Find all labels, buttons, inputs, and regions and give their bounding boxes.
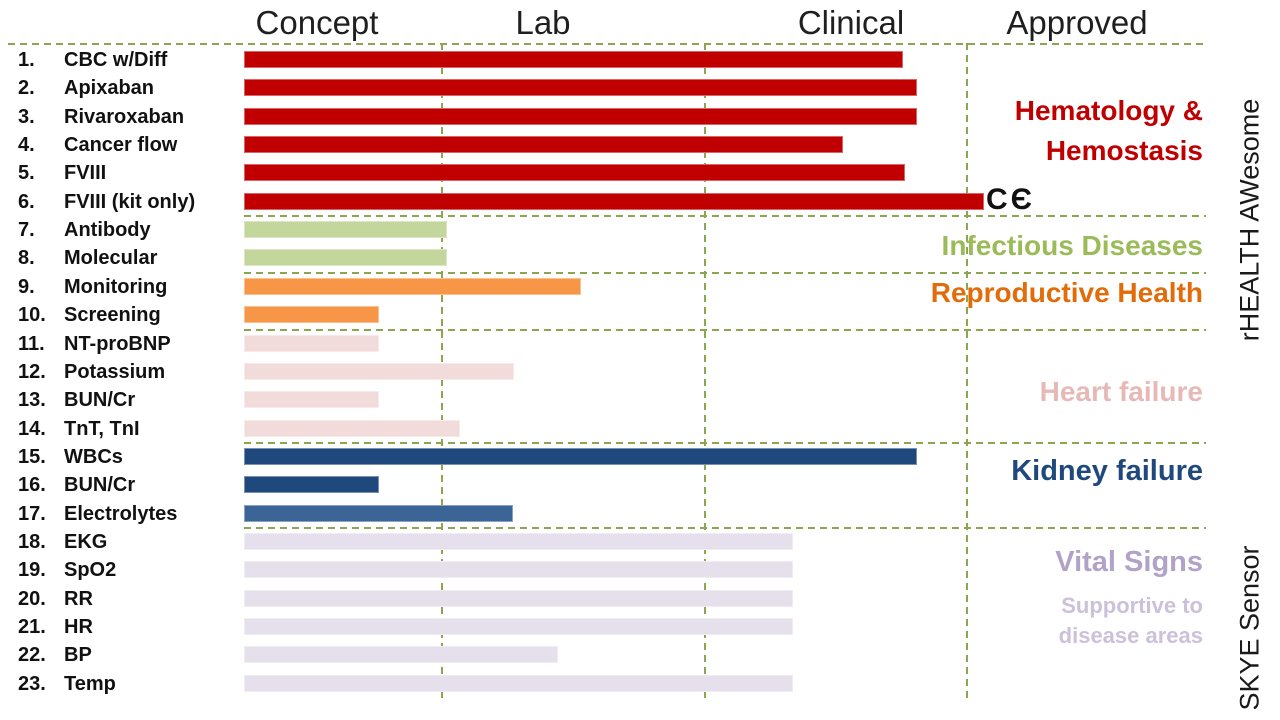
- row-label-antibody: Antibody: [64, 219, 151, 241]
- progress-bar: [244, 51, 903, 68]
- category-label-kidney-failure: Kidney failure: [1011, 455, 1203, 487]
- row-label-screening: Screening: [64, 304, 161, 326]
- gridline-horizontal: [244, 442, 1206, 444]
- category-label-hematology: Hematology & Hemostasis: [1015, 91, 1203, 171]
- stage-header-approved: Approved: [1006, 4, 1148, 41]
- row-label-rr: RR: [64, 588, 93, 610]
- row-number: 16.: [18, 474, 46, 496]
- category-label-hematology-line2: Hemostasis: [1045, 135, 1203, 166]
- row-number: 21.: [18, 616, 46, 638]
- stage-header-concept: Concept: [255, 4, 379, 41]
- progress-bar: [244, 221, 447, 238]
- stage-header-lab: Lab: [515, 4, 571, 41]
- row-number: 12.: [18, 361, 46, 383]
- row-number: 23.: [18, 673, 46, 695]
- progress-bar: [244, 420, 460, 437]
- row-number: 17.: [18, 503, 46, 525]
- row-number: 4.: [18, 134, 35, 156]
- row-number: 20.: [18, 588, 46, 610]
- progress-bar: [244, 136, 843, 153]
- gridline-horizontal: [244, 329, 1206, 331]
- row-label-molecular: Molecular: [64, 247, 158, 269]
- ce-mark: CЄ: [986, 183, 1036, 216]
- gridline-vertical-stage-boundary: [966, 43, 968, 698]
- row-label-bun-cr: BUN/Cr: [64, 474, 136, 496]
- category-label-infectious-diseases: Infectious Diseases: [941, 230, 1203, 261]
- progress-bar: [244, 193, 984, 210]
- row-number: 14.: [18, 418, 46, 440]
- row-label-cancer-flow: Cancer flow: [64, 134, 178, 156]
- row-number: 19.: [18, 559, 46, 581]
- gridline-horizontal: [8, 43, 1206, 45]
- row-number: 15.: [18, 446, 46, 468]
- progress-bar: [244, 476, 379, 493]
- gridline-horizontal: [244, 215, 1206, 217]
- progress-bar: [244, 306, 379, 323]
- progress-bar: [244, 363, 514, 380]
- row-number: 13.: [18, 389, 46, 411]
- row-number: 5.: [18, 162, 35, 184]
- row-label-tnt-tni: TnT, TnI: [64, 418, 140, 440]
- row-number: 11.: [18, 333, 45, 355]
- row-label-electrolytes: Electrolytes: [64, 503, 178, 525]
- row-label-temp: Temp: [64, 673, 116, 695]
- category-sublabel-supportive: Supportive to disease areas: [1059, 591, 1203, 651]
- row-label-bun-cr: BUN/Cr: [64, 389, 136, 411]
- stage-header-clinical: Clinical: [797, 4, 905, 41]
- category-label-hematology-line1: Hematology &: [1014, 95, 1203, 126]
- progress-bar: [244, 561, 793, 578]
- row-label-hr: HR: [64, 616, 93, 638]
- category-sublabel-supportive-line2: disease areas: [1058, 623, 1203, 648]
- progress-bar: [244, 391, 379, 408]
- row-number: 3.: [18, 106, 35, 128]
- gridline-vertical-stage-boundary: [704, 43, 706, 698]
- row-label-nt-probnp: NT-proBNP: [64, 333, 171, 355]
- row-label-spo2: SpO2: [64, 559, 117, 581]
- progress-bar: [244, 164, 905, 181]
- row-number: 10.: [18, 304, 46, 326]
- category-sublabel-supportive-line1: Supportive to: [1061, 593, 1203, 618]
- progress-bar: [244, 278, 581, 295]
- row-label-monitoring: Monitoring: [64, 276, 168, 298]
- row-number: 9.: [18, 276, 35, 298]
- row-label-wbcs: WBCs: [64, 446, 123, 468]
- progress-bar: [244, 646, 558, 663]
- row-number: 8.: [18, 247, 35, 269]
- row-number: 2.: [18, 77, 35, 99]
- row-number: 1.: [18, 49, 35, 71]
- row-number: 7.: [18, 219, 35, 241]
- platform-label-rhealth-awesome: rHEALTH AWesome: [1234, 98, 1265, 342]
- row-label-rivaroxaban: Rivaroxaban: [64, 106, 185, 128]
- progress-bar: [244, 618, 793, 635]
- row-label-bp: BP: [64, 644, 92, 666]
- row-number: 6.: [18, 191, 35, 213]
- row-label-potassium: Potassium: [64, 361, 166, 383]
- row-label-fviii: FVIII: [64, 162, 107, 184]
- gridline-horizontal: [244, 527, 1206, 529]
- row-label-cbc-w-diff: CBC w/Diff: [64, 49, 168, 71]
- progress-bar: [244, 79, 917, 96]
- progress-bar: [244, 505, 513, 522]
- row-label-apixaban: Apixaban: [64, 77, 155, 99]
- gridline-horizontal: [244, 272, 1206, 274]
- row-number: 22.: [18, 644, 46, 666]
- category-label-reproductive-health: Reproductive Health: [930, 277, 1203, 308]
- category-label-vital-signs: Vital Signs: [1055, 546, 1203, 578]
- progress-bar: [244, 675, 793, 692]
- progress-bar: [244, 590, 793, 607]
- progress-bar: [244, 108, 917, 125]
- progress-bar: [244, 533, 793, 550]
- row-label-fviii-kit-only-: FVIII (kit only): [64, 191, 196, 213]
- progress-bar: [244, 249, 447, 266]
- platform-label-skye-sensor: SKYE Sensor: [1234, 545, 1265, 711]
- progress-bar: [244, 335, 379, 352]
- row-label-ekg: EKG: [64, 531, 108, 553]
- row-number: 18.: [18, 531, 46, 553]
- progress-bar: [244, 448, 917, 465]
- category-label-heart-failure: Heart failure: [1039, 376, 1203, 407]
